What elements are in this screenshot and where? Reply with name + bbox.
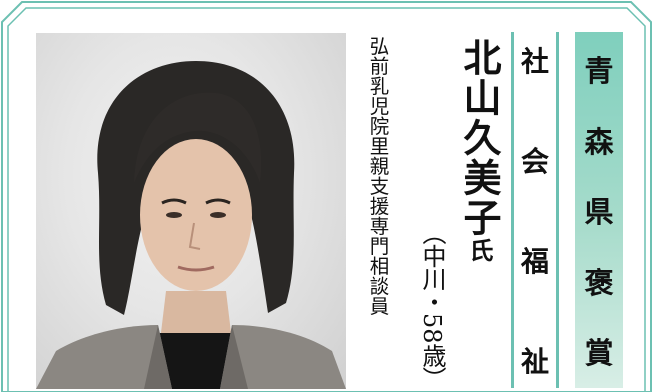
field-char: 福	[520, 245, 549, 278]
age-number: 58	[418, 313, 446, 344]
award-char: 賞	[584, 336, 614, 370]
person-name-text: 北山久美子	[457, 38, 502, 238]
award-char: 県	[584, 195, 614, 229]
person-name: 北山久美子氏	[457, 38, 502, 262]
field-char: 社	[520, 45, 549, 78]
award-char: 森	[584, 124, 614, 159]
award-banner: 青 森 県 褒 賞	[575, 32, 623, 388]
portrait-photo	[36, 33, 346, 389]
age-info: （中川・58歳）	[418, 221, 446, 390]
field-column: 社 会 福 祉	[511, 32, 559, 388]
award-char: 青	[584, 54, 614, 88]
honorific: 氏	[465, 238, 494, 262]
field-char: 祉	[520, 345, 549, 378]
age-close: 歳）	[418, 343, 446, 390]
job-title: 弘前乳児院里親支援専門相談員	[366, 36, 389, 316]
age-open: （中川・	[418, 221, 446, 313]
field-char: 会	[520, 145, 549, 178]
award-char: 褒	[584, 265, 614, 300]
